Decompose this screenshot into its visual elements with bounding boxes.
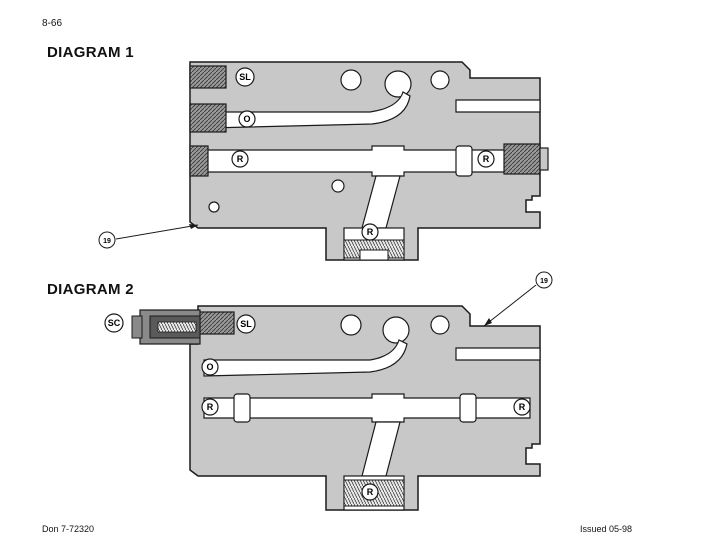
issued-date: Issued 05-98 bbox=[580, 524, 633, 534]
diagram-2-port-sc: SC bbox=[104, 313, 124, 333]
diagram-1-port-o: O bbox=[238, 110, 256, 128]
svg-text:R: R bbox=[519, 402, 526, 412]
svg-text:19: 19 bbox=[103, 238, 111, 245]
svg-text:R: R bbox=[483, 154, 490, 164]
diagram-2-port-r-bottom: R bbox=[361, 483, 379, 501]
diagram-1-port-r-bottom: R bbox=[361, 223, 379, 241]
diagram-1-valve-body bbox=[189, 61, 549, 261]
svg-text:R: R bbox=[367, 227, 374, 237]
diagram-2-valve-body bbox=[189, 305, 541, 511]
diagram-2-port-r-right: R bbox=[513, 398, 531, 416]
svg-text:O: O bbox=[206, 362, 213, 372]
diagram-1-port-r-right: R bbox=[477, 150, 495, 168]
diagram-1-port-sl: SL bbox=[235, 67, 255, 87]
svg-text:R: R bbox=[237, 154, 244, 164]
diagram-2-sc-fitting bbox=[131, 309, 201, 345]
diagram-2-ref-callout: 19 bbox=[483, 271, 553, 327]
svg-text:R: R bbox=[207, 402, 214, 412]
diagram-1-port-r-left: R bbox=[231, 150, 249, 168]
diagram-1-title: DIAGRAM 1 bbox=[47, 44, 134, 61]
svg-text:SC: SC bbox=[108, 318, 121, 328]
svg-text:19: 19 bbox=[540, 278, 548, 285]
svg-text:O: O bbox=[243, 114, 250, 124]
document-number: Don 7-72320 bbox=[42, 524, 95, 534]
diagram-1-ref-callout: 19 bbox=[98, 224, 199, 249]
diagram-2-title: DIAGRAM 2 bbox=[47, 281, 134, 298]
svg-text:SL: SL bbox=[239, 72, 251, 82]
diagram-2-port-r-left: R bbox=[201, 398, 219, 416]
diagram-2-port-o: O bbox=[201, 358, 219, 376]
diagram-2-port-sl: SL bbox=[236, 314, 256, 334]
svg-text:SL: SL bbox=[240, 319, 252, 329]
svg-text:R: R bbox=[367, 487, 374, 497]
page-number: 8-66 bbox=[42, 18, 63, 29]
